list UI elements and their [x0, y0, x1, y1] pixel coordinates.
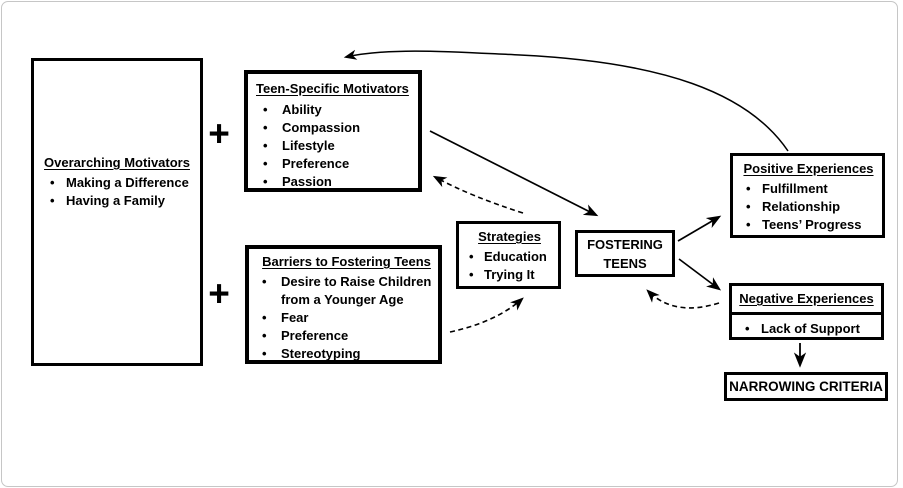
barriers-list: Desire to Raise Children from a Younger … — [257, 273, 436, 363]
list-item: Preference — [256, 155, 416, 173]
edge-fostering-to-negative — [678, 258, 722, 291]
teen-specific-motivators-list: Ability Compassion Lifestyle Preference … — [256, 101, 416, 191]
list-item: Fulfillment — [737, 180, 880, 198]
box-barriers-to-fostering-teens: Barriers to Fostering Teens Desire to Ra… — [245, 245, 442, 364]
strategies-list: Education Trying It — [463, 248, 556, 284]
list-item: Making a Difference — [38, 174, 196, 192]
positive-experiences-list: Fulfillment Relationship Teens’ Progress — [737, 180, 880, 234]
plus-operator-top: + — [208, 113, 230, 154]
list-item: Lifestyle — [256, 137, 416, 155]
plus-operator-bottom: + — [208, 273, 230, 314]
list-item: Trying It — [463, 266, 556, 284]
negative-experiences-list: Lack of Support — [732, 315, 881, 340]
box-narrowing-criteria: NARROWING CRITERIA — [724, 372, 888, 401]
narrowing-criteria-label: NARROWING CRITERIA — [729, 378, 883, 394]
box-overarching-motivators: Overarching Motivators Making a Differen… — [31, 58, 203, 366]
box-fostering-teens: FOSTERING TEENS — [575, 230, 675, 277]
list-item: Fear — [257, 309, 436, 327]
overarching-motivators-title: Overarching Motivators — [44, 155, 190, 170]
list-item: Desire to Raise Children from a Younger … — [257, 273, 436, 309]
list-item: Passion — [256, 173, 416, 191]
edge-barriers-to-strategies — [449, 297, 524, 333]
list-item: Education — [463, 248, 556, 266]
list-item: Compassion — [256, 119, 416, 137]
list-item: Ability — [256, 101, 416, 119]
teen-specific-motivators-title: Teen-Specific Motivators — [256, 81, 409, 96]
fostering-teens-label-line1: FOSTERING — [587, 236, 663, 252]
barriers-title: Barriers to Fostering Teens — [262, 254, 431, 269]
list-item: Teens’ Progress — [737, 216, 880, 234]
box-teen-specific-motivators: Teen-Specific Motivators Ability Compass… — [244, 70, 422, 192]
overarching-motivators-list: Making a Difference Having a Family — [38, 174, 196, 210]
negative-experiences-title: Negative Experiences — [732, 286, 881, 315]
edge-teen-specific-to-fostering — [429, 130, 599, 217]
box-strategies: Strategies Education Trying It — [456, 221, 561, 289]
positive-experiences-title: Positive Experiences — [743, 161, 874, 176]
list-item: Relationship — [737, 198, 880, 216]
strategies-title: Strategies — [478, 229, 541, 244]
list-item: Having a Family — [38, 192, 196, 210]
list-item: Preference — [257, 327, 436, 345]
box-positive-experiences: Positive Experiences Fulfillment Relatio… — [730, 153, 885, 238]
edge-strategies-to-teen-specific — [432, 175, 524, 214]
fostering-teens-label-line2: TEENS — [603, 255, 647, 271]
list-item: Lack of Support — [732, 318, 881, 340]
list-item: Stereotyping — [257, 345, 436, 363]
edge-negative-to-fostering — [646, 289, 720, 309]
box-negative-experiences: Negative Experiences Lack of Support — [729, 283, 884, 340]
edge-fostering-to-positive — [677, 215, 722, 242]
